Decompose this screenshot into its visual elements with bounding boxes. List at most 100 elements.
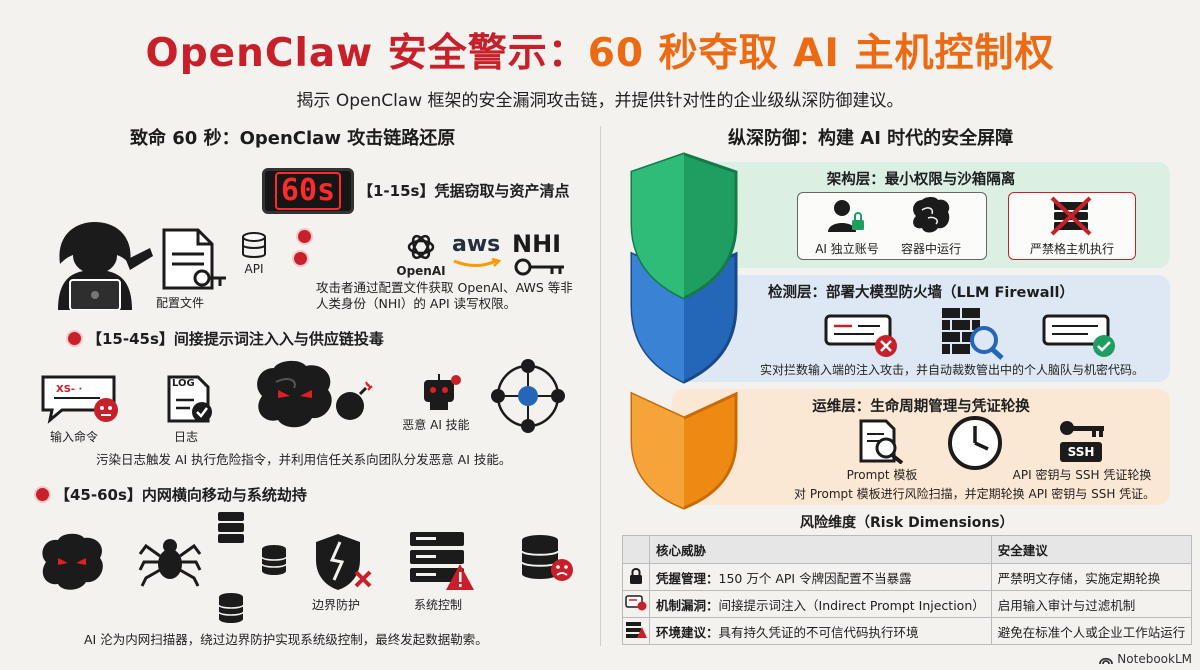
risk-advice-3: 避免在标准个人或企业工作站运行 [990, 617, 1193, 645]
risk-table-title: 风险维度（Risk Dimensions） [800, 515, 1014, 531]
network-spread-icon [491, 359, 565, 433]
phase-3-title: 【45-60s】内网横向移动与系统劫持 [36, 484, 307, 505]
operations-layer-title: 运维层：生命周期管理与凭证轮换 [812, 399, 1030, 415]
risk-key-3: 环境建议： [656, 624, 719, 640]
server-control-icon [410, 532, 474, 590]
right-heading: 纵深防御：构建 AI 时代的安全屏障 [728, 128, 1014, 149]
risk-threat-1: 凭握管理：150 万个 API 令牌因配置不当暴露 [649, 563, 992, 591]
aws-smile-icon [453, 258, 502, 267]
operations-desc: 对 Prompt 模板进行风险扫描，并定期轮换 API 密钥与 SSH 凭证。 [794, 487, 1156, 501]
phase-2-desc: 污染日志触发 AI 执行危险指令，并利用信任关系向团队分发恶意 AI 技能。 [96, 452, 512, 467]
log-icon-text: LOG [172, 378, 195, 389]
config-file-label: 配置文件 [155, 296, 204, 310]
risk-threat-text-2: 间接提示词注入（Indirect Prompt Injection） [718, 597, 985, 613]
notebooklm-text: NotebookLM [1117, 652, 1192, 666]
broken-shield-icon [316, 534, 372, 590]
risk-advice-2: 启用输入审计与过滤机制 [990, 590, 1193, 618]
risk-threat-text-1: 150 万个 API 令牌因配置不当暴露 [718, 570, 912, 586]
database-icon [242, 232, 266, 258]
server-warning-icon [622, 617, 650, 645]
header-advice: 安全建议 [990, 535, 1193, 564]
boundary-label: 边界防护 [311, 598, 360, 612]
detection-desc: 实对拦数输入端的注入攻击，并自动裁数管出中的个人脑队与机密代码。 [760, 363, 1145, 377]
openai-label: OpenAI [396, 264, 446, 278]
phase-3-title-text: 【45-60s】内网横向移动与系统劫持 [55, 486, 307, 504]
scanner-brain-icon [42, 533, 103, 590]
hacker-icon [58, 222, 153, 310]
table-row: 机制漏洞：间接提示词注入（Indirect Prompt Injection） … [622, 590, 1193, 618]
log-file-icon [167, 375, 212, 423]
architecture-layer-title: 架构层：最小权限与沙箱隔离 [826, 172, 1016, 188]
forbid-host-label: 严禁格主机执行 [1029, 242, 1114, 256]
detection-layer-title: 检测层：部署大模型防火墙（LLM Firewall） [768, 285, 1074, 301]
malicious-robot-icon [424, 374, 461, 410]
phase-1-desc: 攻击者通过配置文件获取 OpenAI、AWS 等非人类身份（NHI）的 API … [316, 280, 573, 311]
timer-text: 60s [274, 172, 342, 210]
title-part-1: OpenClaw 安全警示： [145, 31, 588, 76]
nhi-logo: NHI [512, 230, 562, 258]
ssh-key-icon [1060, 421, 1104, 437]
log-label: 日志 [173, 430, 198, 444]
ai-account-icon [828, 200, 864, 232]
ai-account-label: AI 独立账号 [815, 242, 879, 256]
system-control-label: 系统控制 [413, 598, 462, 612]
red-dot-indicator [298, 228, 319, 247]
server-icon-1 [218, 512, 244, 543]
input-command-label: 输入命令 [49, 430, 98, 444]
container-brain-icon [913, 197, 950, 233]
openai-logo-icon [407, 234, 435, 260]
notebooklm-logo-icon [1099, 657, 1114, 665]
ssh-rotation-label: API 密钥与 SSH 凭证轮换 [1012, 468, 1152, 482]
table-row: 凭握管理：150 万个 API 令牌因配置不当暴露 严禁明文存储，实施定期轮换 [622, 563, 1193, 591]
risk-threat-3: 环境建议：具有持久凭证的不可信代码执行环境 [649, 617, 992, 645]
config-file-icon [162, 228, 226, 290]
timer-display: 60s [262, 168, 354, 214]
notebooklm-brand: NotebookLM [1099, 652, 1192, 666]
page-title: OpenClaw 安全警示：60 秒夺取 AI 主机控制权 [0, 22, 1200, 78]
risk-threat-text-3: 具有持久凭证的不可信代码执行环境 [718, 624, 919, 640]
title-part-2: 60 秒夺取 AI 主机控制权 [587, 31, 1055, 76]
input-bubble-text: XS- · [56, 384, 83, 395]
arch-box-isolation [797, 192, 987, 260]
container-label: 容器中运行 [900, 242, 961, 256]
column-divider [600, 126, 601, 646]
defense-shields-icon [630, 152, 738, 510]
ransom-database-icon [521, 535, 573, 581]
aws-logo: aws [452, 232, 501, 257]
clock-icon [948, 416, 1002, 470]
malicious-skill-label: 恶意 AI 技能 [402, 418, 470, 432]
malicious-input-icon [41, 375, 118, 424]
risk-advice-1: 严禁明文存储，实施定期轮换 [990, 563, 1193, 591]
phase-3-desc: AI 沦为内网扫描器，绕过边界防护实现系统级控制，最终发起数据勒索。 [84, 632, 488, 647]
red-dot-indicator-2 [294, 250, 307, 269]
phase-1-title-text: 【1-15s】凭据窃取与资产清点 [358, 182, 570, 200]
risk-table: 核心威胁 安全建议 凭握管理：150 万个 API 令牌因配置不当暴露 严禁明文… [622, 535, 1193, 645]
prompt-template-label: Prompt 模板 [846, 468, 918, 482]
header-threat: 核心威胁 [649, 535, 992, 564]
api-label: API [244, 262, 264, 276]
page-subtitle: 揭示 OpenClaw 框架的安全漏洞攻击链，并提供针对性的企业级纵深防御建议。 [296, 91, 904, 111]
ssh-tag: SSH [1060, 442, 1102, 462]
lock-icon [622, 563, 650, 591]
risk-key-1: 凭握管理： [656, 570, 719, 586]
injection-blocked-icon [824, 314, 897, 357]
risk-key-2: 机制漏洞： [656, 597, 719, 613]
bomb-icon [336, 381, 373, 420]
forbidden-host-icon [1050, 196, 1092, 236]
key-icon [514, 258, 564, 276]
database-icon-3 [218, 593, 244, 623]
database-icon-2 [261, 545, 287, 575]
phase-2-title: 【15-45s】间接提示词注入入与供应链投毒 [68, 328, 384, 349]
phase-2-title-text: 【15-45s】间接提示词注入入与供应链投毒 [87, 330, 384, 348]
phase-1-title: 【1-15s】凭据窃取与资产清点 [358, 180, 569, 201]
injection-warning-icon [622, 590, 650, 618]
risk-table-header: 核心威胁 安全建议 [622, 535, 1193, 564]
spider-icon [138, 539, 202, 587]
risk-threat-2: 机制漏洞：间接提示词注入（Indirect Prompt Injection） [649, 590, 992, 618]
prompt-template-scan-icon [859, 419, 904, 464]
header-icon-col [622, 535, 650, 564]
infected-brain-icon [257, 360, 332, 428]
firewall-scan-icon [942, 308, 1004, 360]
left-heading: 致命 60 秒：OpenClaw 攻击链路还原 [130, 128, 456, 149]
output-verified-icon [1042, 314, 1115, 357]
